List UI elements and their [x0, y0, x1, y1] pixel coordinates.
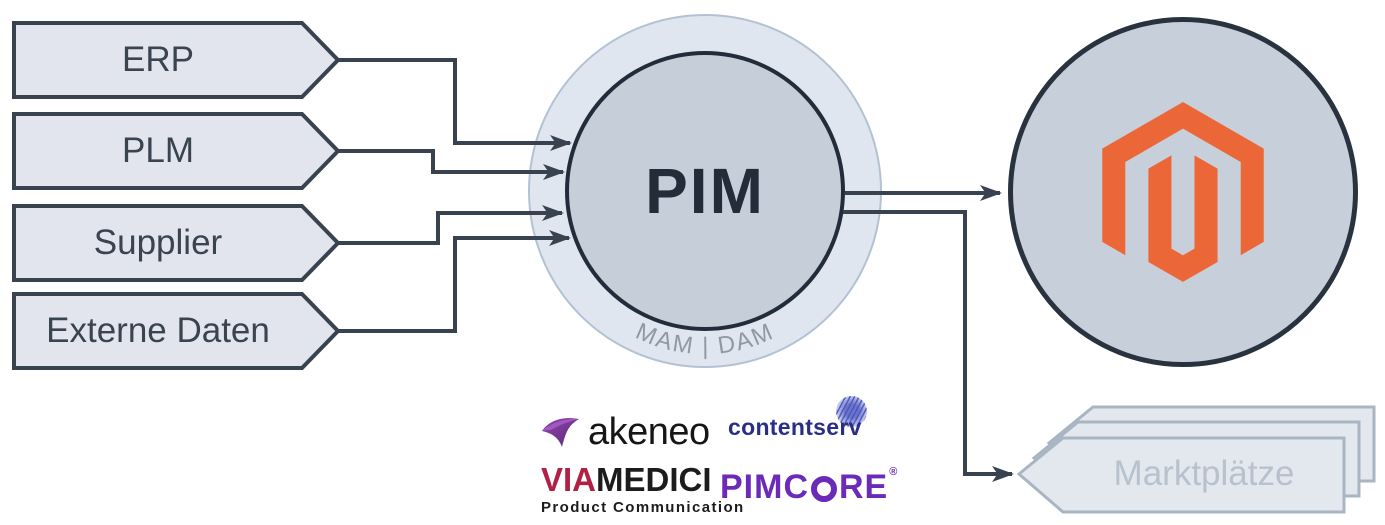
viamedici-wordmark: VIAMEDICI	[541, 461, 712, 498]
source-box-supplier: Supplier	[12, 204, 342, 282]
source-box-plm: PLM	[12, 112, 342, 190]
akeneo-wordmark: akeneo	[588, 410, 710, 453]
connector-supplier-to-pim	[338, 205, 564, 245]
pimcore-o-ring-icon	[811, 475, 837, 502]
arrow-box-shape	[12, 112, 341, 190]
connector-externe-daten-to-pim	[338, 230, 571, 333]
arrow-box-shape	[12, 204, 341, 282]
contentserv-wordmark: contentserv	[728, 414, 862, 440]
pimcore-wordmark-right: RE	[839, 468, 889, 506]
viamedici-logo: VIAMEDICI Product Communication	[541, 461, 745, 516]
pimcore-wordmark-left: PIMC	[720, 468, 809, 506]
akeneo-logo: akeneo	[541, 410, 710, 454]
pimcore-registered-mark: ®	[889, 466, 898, 478]
source-box-label: Externe Daten	[46, 311, 270, 350]
source-box-label: PLM	[122, 131, 194, 170]
akeneo-bird-icon	[542, 418, 579, 447]
marketplace-card-front	[1016, 435, 1348, 515]
contentserv-logo: contentserv	[718, 392, 888, 448]
pim-label: PIM	[645, 155, 765, 227]
source-box-externe-daten: Externe Daten	[12, 292, 342, 370]
source-box-erp: ERP	[12, 21, 342, 99]
magento-logo-icon	[1102, 102, 1264, 282]
source-box-label: Supplier	[93, 223, 223, 262]
source-box-label: ERP	[122, 40, 194, 79]
pimcore-logo: PIMC RE®	[720, 466, 898, 507]
contentserv-sphere-icon	[836, 396, 867, 427]
marketplace-label: Marktplätze	[1113, 454, 1295, 493]
viamedici-wordmark-medici: MEDICI	[596, 461, 712, 498]
viamedici-tagline: Product Communication	[541, 499, 745, 516]
pim-circle	[565, 51, 845, 331]
magento-circle	[1008, 17, 1358, 367]
arrow-box-shape	[12, 292, 341, 370]
connector-erp-to-pim	[338, 58, 572, 151]
viamedici-wordmark-via: VIA	[541, 461, 597, 498]
arrow-box-shape	[12, 21, 341, 99]
